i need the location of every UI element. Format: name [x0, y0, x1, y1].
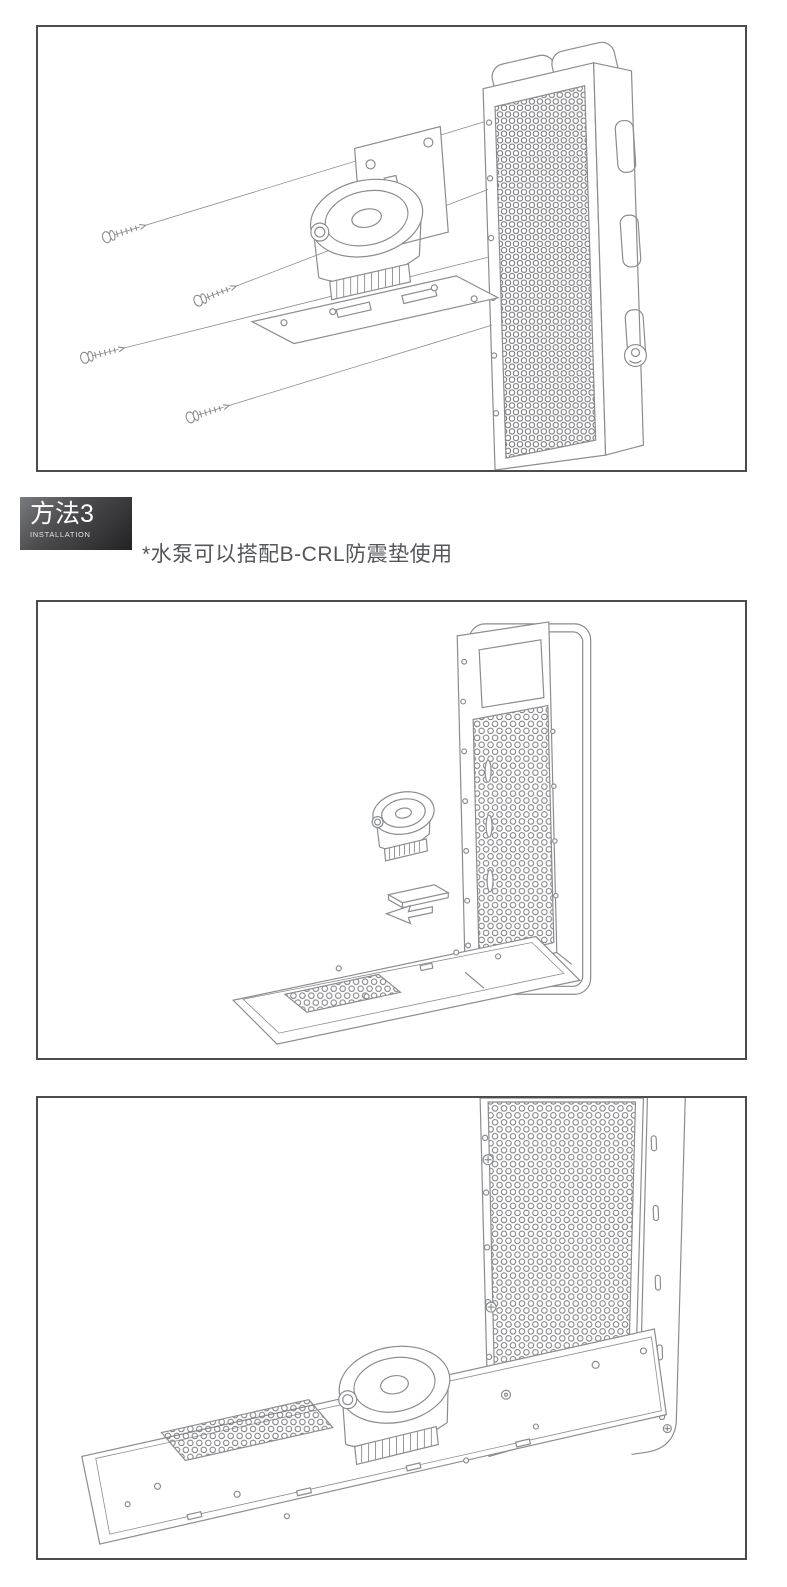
method-badge: 方法3 INSTALLATION — [20, 497, 132, 550]
heatsink-fins — [389, 840, 420, 859]
radiator — [482, 41, 648, 470]
exploded-radiator-mount-diagram — [80, 41, 648, 470]
screw-icon — [80, 256, 488, 364]
diagram-panel-pump-installed — [36, 1096, 747, 1560]
installed-pump — [338, 1345, 451, 1466]
pump-installed-diagram — [81, 1098, 686, 1545]
direction-arrow-icon — [384, 904, 433, 925]
case-floor — [81, 1328, 668, 1545]
heatsink-fins — [336, 265, 400, 298]
panel-cutout — [478, 639, 545, 709]
diagram-panel-pad-placement — [36, 600, 747, 1060]
panel-mesh — [472, 704, 555, 962]
brand-logo-icon — [623, 343, 648, 368]
note-text: *水泵可以搭配B-CRL防震垫使用 — [142, 543, 453, 566]
method-title: 方法3 — [30, 500, 94, 528]
floor-mesh — [160, 1399, 334, 1462]
floor-mesh — [283, 973, 402, 1013]
heatsink-fins — [361, 1427, 432, 1463]
method-subtitle: INSTALLATION — [30, 530, 91, 539]
radiator-mesh — [494, 84, 597, 459]
anti-vibration-pad — [384, 884, 450, 925]
pump-heatsink — [383, 838, 428, 862]
pad-placement-diagram — [231, 621, 592, 1045]
screw-icon — [185, 324, 493, 424]
case-floor — [231, 935, 581, 1045]
pump-heatsink — [329, 263, 412, 301]
pump — [371, 791, 435, 862]
front-metal-panel — [456, 621, 559, 974]
diagram-panel-radiator-mount — [36, 25, 747, 472]
panel-screws — [482, 1154, 497, 1313]
pump — [309, 178, 424, 301]
